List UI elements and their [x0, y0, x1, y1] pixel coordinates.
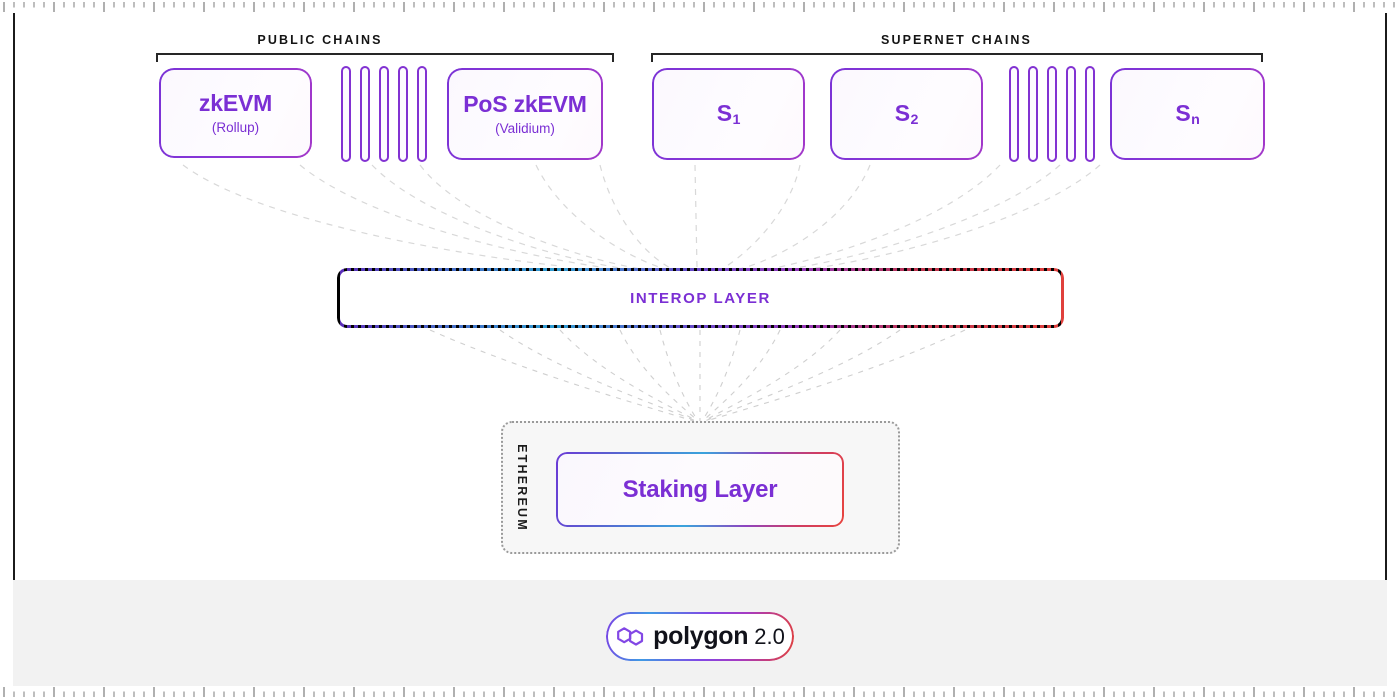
ellipsis-bar: [1047, 66, 1057, 162]
polygon-logo-icon: [617, 627, 644, 646]
ethereum-label: ETHEREUM: [515, 444, 529, 532]
chain-title-s1-subscript: 1: [732, 112, 741, 129]
chain-box-pos-zkevm[interactable]: PoS zkEVM (Validium): [447, 68, 603, 160]
ruler-ticks-icon-bottom: [3, 687, 1395, 697]
chain-subtitle-zkevm: (Rollup): [211, 119, 260, 135]
chain-title-pos-zkevm: PoS zkEVM: [463, 91, 587, 118]
chain-title-s2: S2: [894, 100, 919, 129]
chain-title-s2-base: S: [894, 100, 910, 127]
chain-title-s2-subscript: 2: [910, 112, 919, 129]
chain-title-sn-base: S: [1175, 100, 1191, 127]
chain-box-sn[interactable]: Sn: [1110, 68, 1265, 160]
ellipsis-bar: [1066, 66, 1076, 162]
ellipsis-bar: [1085, 66, 1095, 162]
ruler-ticks-icon-top: [3, 2, 1395, 12]
chain-box-zkevm[interactable]: zkEVM (Rollup): [159, 68, 312, 158]
ellipsis-bar: [398, 66, 408, 162]
ellipsis-bar: [1009, 66, 1019, 162]
chain-title-sn: Sn: [1175, 100, 1200, 129]
staking-layer-label: Staking Layer: [622, 475, 778, 503]
ellipsis-bar: [360, 66, 370, 162]
interop-layer-label: INTEROP LAYER: [630, 289, 771, 307]
ellipsis-bar: [341, 66, 351, 162]
bracket-supernet-chains: [651, 53, 1263, 64]
bracket-public-chains: [156, 53, 614, 64]
ellipsis-bar: [379, 66, 389, 162]
polygon-logo-version: 2.0: [754, 623, 785, 649]
chain-subtitle-pos-zkevm: (Validium): [495, 120, 555, 136]
polygon-logo-pill[interactable]: polygon 2.0: [606, 612, 794, 661]
chain-title-zkevm: zkEVM: [198, 90, 273, 117]
staking-layer-box[interactable]: Staking Layer: [556, 452, 844, 527]
ellipsis-bar: [417, 66, 427, 162]
ellipsis-bars-public: [341, 66, 429, 162]
group-label-public-chains: PUBLIC CHAINS: [257, 33, 383, 47]
chain-title-s1: S1: [716, 100, 741, 129]
interop-layer-box[interactable]: INTEROP LAYER: [337, 268, 1064, 328]
group-label-supernet-chains: SUPERNET CHAINS: [881, 33, 1032, 47]
chain-box-s1[interactable]: S1: [652, 68, 805, 160]
ellipsis-bars-supernet: [1009, 66, 1097, 162]
chain-title-sn-subscript: n: [1191, 112, 1200, 129]
polygon-logo-text: polygon: [653, 622, 749, 650]
chain-box-s2[interactable]: S2: [830, 68, 983, 160]
ellipsis-bar: [1028, 66, 1038, 162]
chain-title-s1-base: S: [716, 100, 732, 127]
